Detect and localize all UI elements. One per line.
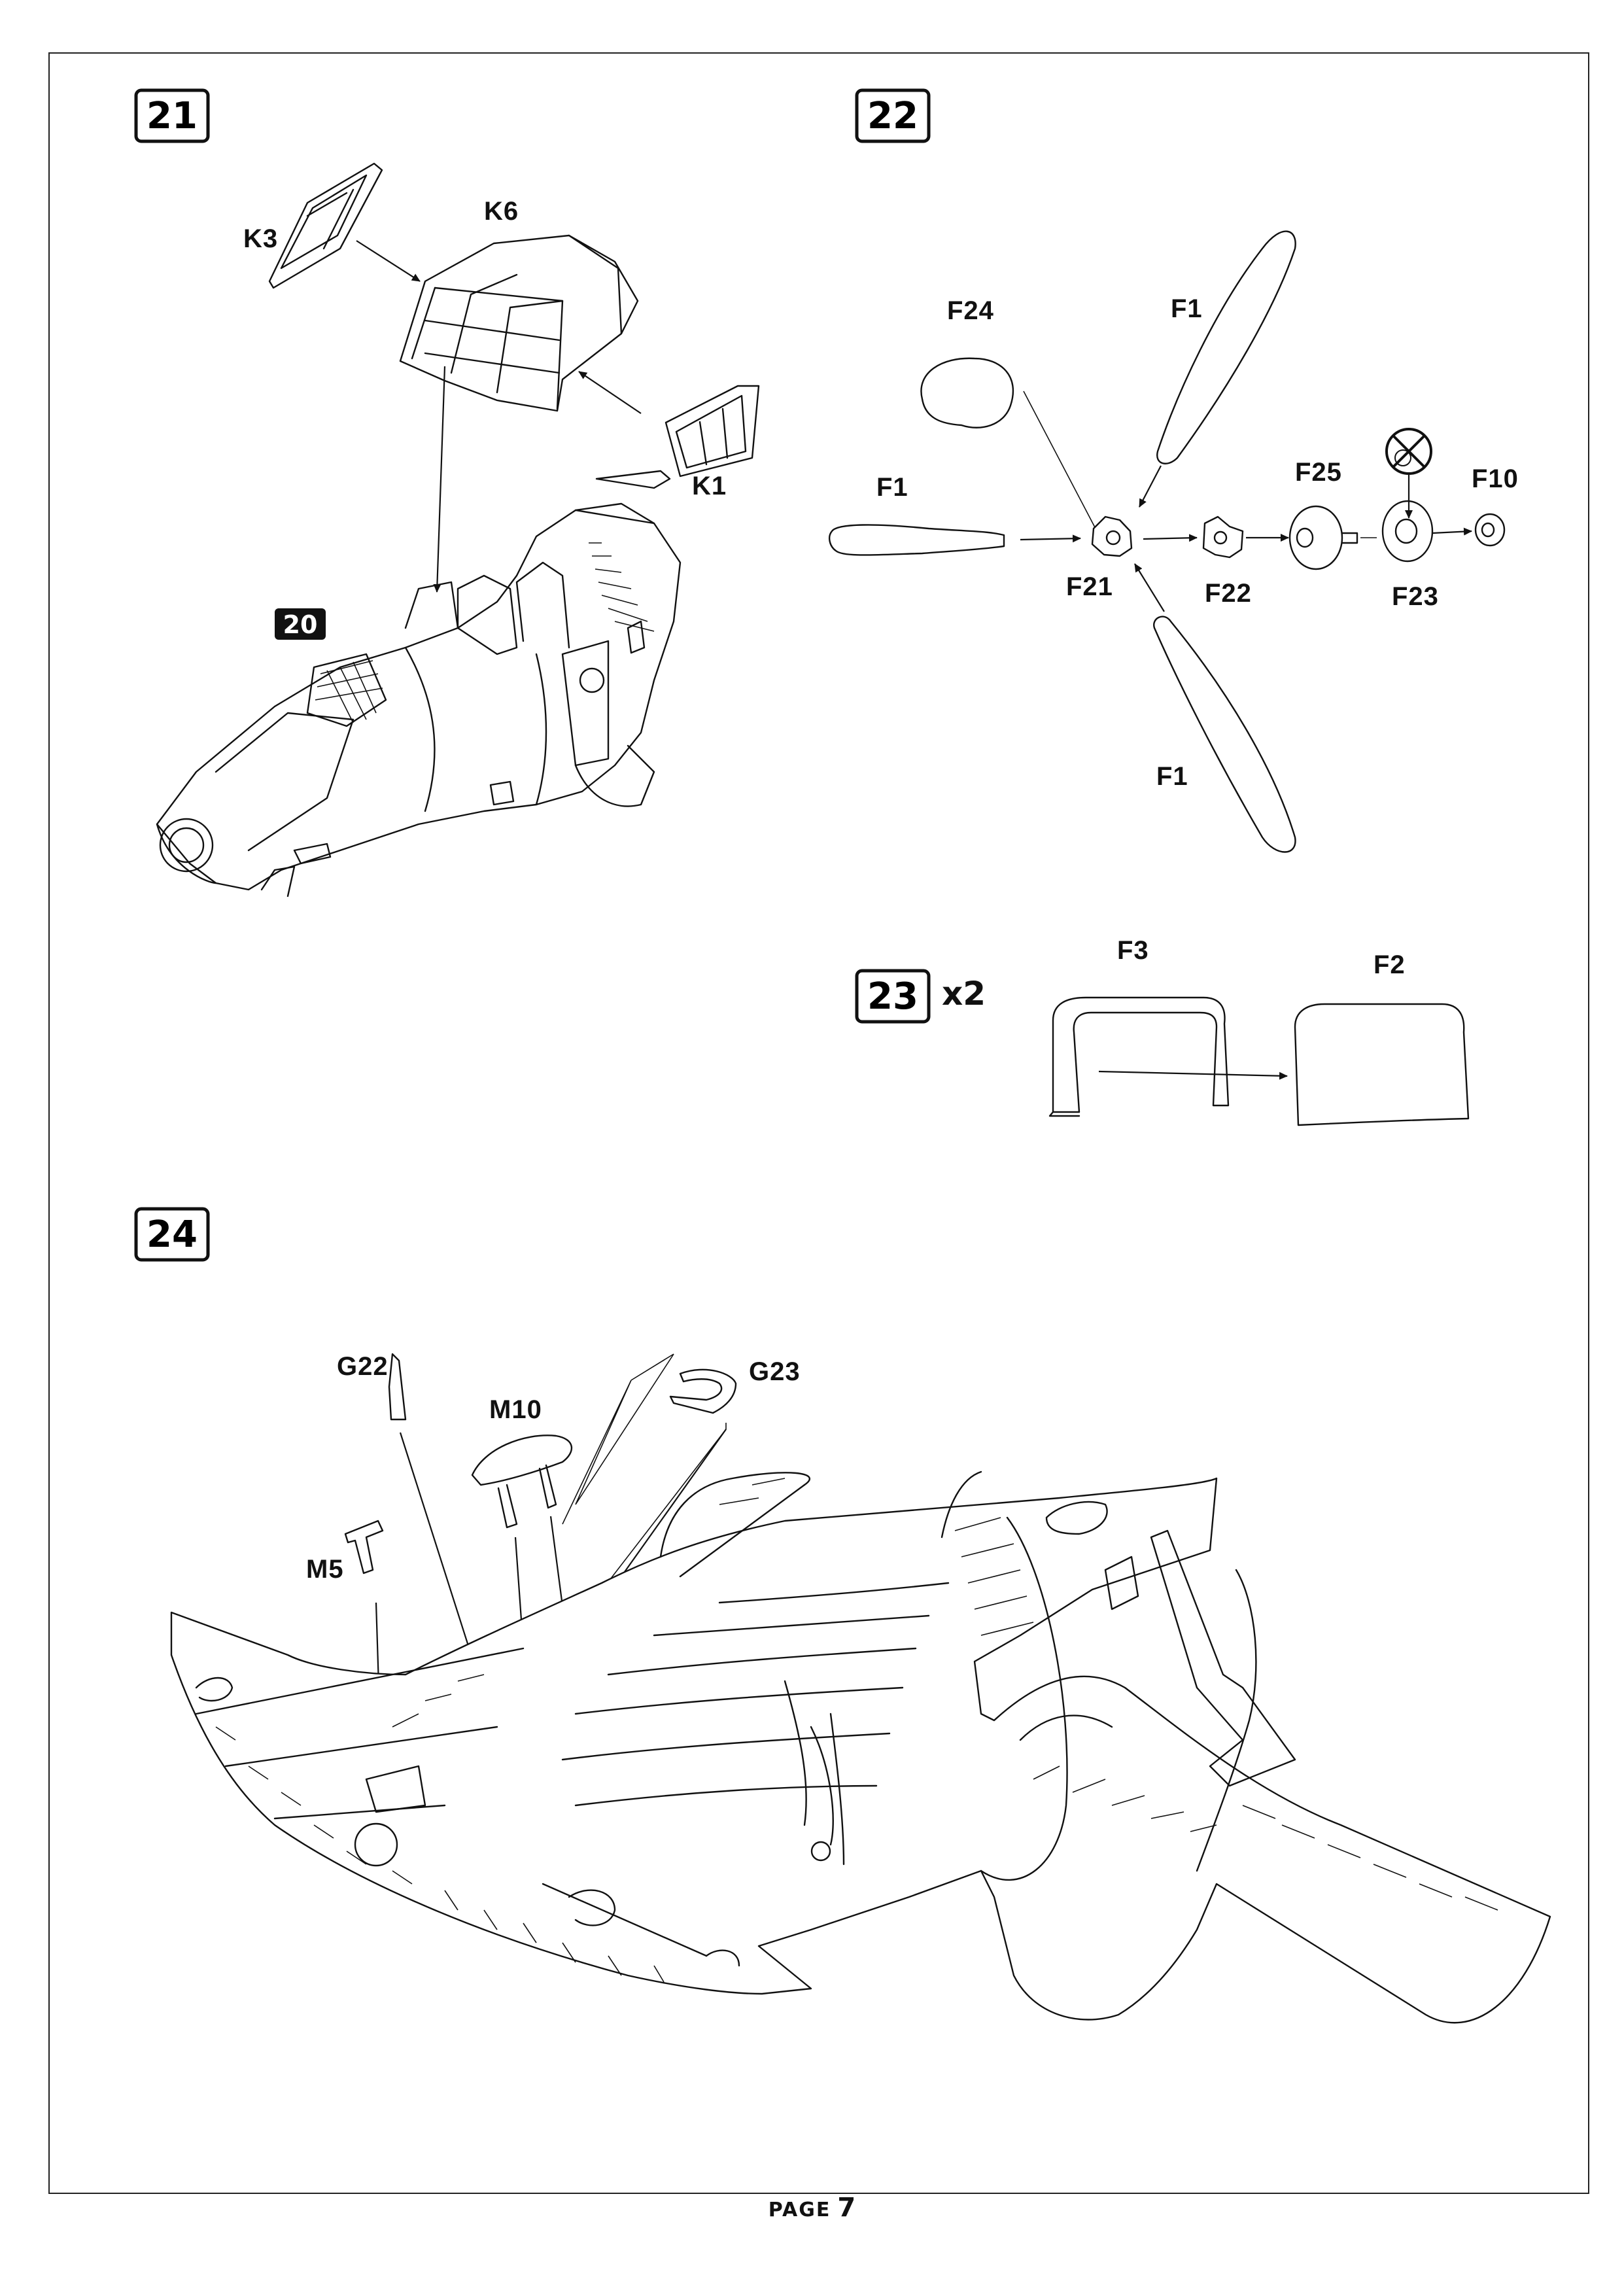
fuselage-nose-drawing: [156, 502, 682, 897]
label-f23: F23: [1392, 582, 1439, 611]
part-f25: [1288, 505, 1358, 570]
label-f1-bottom: F1: [1156, 762, 1188, 791]
label-f1-left: F1: [876, 473, 908, 502]
part-f1-bottom: [1153, 616, 1296, 853]
label-f2: F2: [1373, 950, 1406, 979]
label-g23: G23: [749, 1357, 801, 1386]
svg-text:24: 24: [147, 1213, 198, 1256]
svg-text:23: 23: [867, 975, 918, 1018]
ref-step-20-badge: 20: [275, 608, 326, 640]
label-g22: G22: [337, 1352, 389, 1381]
step-22-badge: 22: [855, 88, 931, 143]
svg-text:22: 22: [867, 95, 918, 137]
label-k1: K1: [692, 472, 727, 500]
label-f25: F25: [1295, 458, 1342, 487]
part-g22: [388, 1353, 407, 1421]
label-f21: F21: [1066, 572, 1113, 601]
step-24-badge: 24: [134, 1207, 210, 1262]
part-f21: [1091, 515, 1133, 557]
part-f1-left: [828, 524, 1005, 556]
part-f10: [1474, 513, 1506, 547]
step-23-multiplier: x2: [942, 975, 986, 1013]
part-f1-top: [1156, 230, 1296, 464]
part-f22: [1202, 515, 1244, 559]
page-label: PAGE: [768, 2199, 831, 2221]
svg-text:21: 21: [147, 95, 198, 137]
step-23-badge: 23: [855, 969, 931, 1024]
label-f24: F24: [947, 296, 994, 325]
label-f22: F22: [1205, 579, 1252, 608]
fuselage-underside-drawing: [170, 1470, 1551, 2024]
label-m10: M10: [489, 1395, 542, 1424]
part-k3: [268, 162, 383, 289]
label-f3: F3: [1117, 936, 1149, 965]
page-number: 7: [837, 2193, 856, 2223]
label-f1-top: F1: [1171, 294, 1203, 323]
step-21-badge: 21: [134, 88, 210, 143]
part-m5: [344, 1520, 384, 1574]
label-k3: K3: [243, 224, 278, 253]
label-k6: K6: [484, 197, 519, 226]
part-k6: [399, 234, 639, 412]
part-g23: [669, 1368, 737, 1414]
svg-text:20: 20: [283, 610, 318, 639]
page-footer: PAGE 7: [0, 2193, 1624, 2223]
label-m5: M5: [306, 1555, 344, 1584]
label-f10: F10: [1472, 464, 1519, 493]
part-f2: [1294, 1003, 1470, 1126]
part-k1: [595, 385, 760, 489]
part-f24: [920, 357, 1014, 428]
part-m10: [471, 1435, 573, 1529]
do-not-use-icon: [1385, 428, 1432, 475]
part-f3: [1048, 996, 1230, 1117]
part-f23: [1381, 500, 1434, 563]
page-frame: [48, 52, 1589, 2194]
